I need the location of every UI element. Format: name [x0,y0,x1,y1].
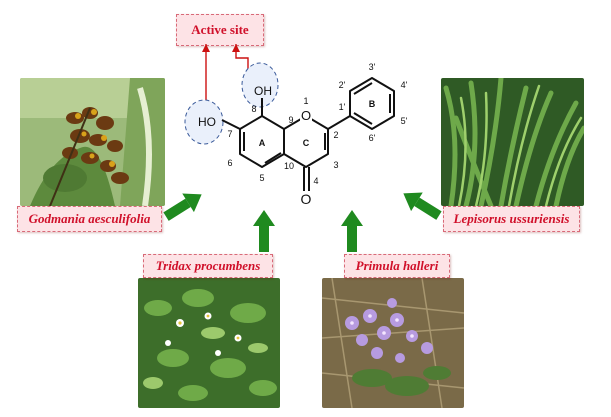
oh-group-7: HO [198,115,216,129]
pos-1-prime: 1' [339,102,346,112]
callout-arrowhead-left [202,44,210,52]
pos-5: 5 [259,173,264,183]
pos-1: 1 [303,96,308,106]
arrow-primula [341,210,363,252]
photo-primula [322,278,464,408]
pos-2-prime: 2' [339,80,346,90]
photo-tridax [138,278,280,408]
pos-6-prime: 6' [369,133,376,143]
label-tridax: Tridax procumbens [143,254,273,278]
pos-10: 10 [284,161,294,171]
pos-4-prime: 4' [401,80,408,90]
pos-2: 2 [333,130,338,140]
photo-lepisorus [441,78,584,206]
ring-a-label: A [259,138,266,148]
ring-b-label: B [369,99,376,109]
ring-oxygen: O [301,108,311,123]
label-godmania: Godmania aesculifolia [17,206,162,232]
callout-arrowhead-right [232,44,240,52]
active-site-circle-7oh [184,99,224,145]
flavone-structure: O O OH HO A C B 1 2 3 4 5 6 7 8 9 10 1' … [184,62,408,207]
carbonyl-oxygen: O [301,191,312,207]
arrow-tridax [253,210,275,252]
pos-9: 9 [288,115,293,125]
pos-3: 3 [333,160,338,170]
active-site-circle-8oh [241,62,279,108]
pos-4: 4 [313,176,318,186]
label-primula: Primula halleri [344,254,450,278]
photo-godmania [20,78,165,206]
active-site-label: Active site [176,14,264,46]
arrow-godmania [163,193,202,221]
ring-c-label: C [303,138,310,148]
oh-group-8: OH [254,84,272,98]
pos-8: 8 [251,104,256,114]
label-lepisorus: Lepisorus ussuriensis [443,206,580,232]
pos-7: 7 [227,129,232,139]
arrow-lepisorus [403,192,442,220]
pos-3-prime: 3' [369,62,376,72]
pos-6: 6 [227,158,232,168]
pos-5-prime: 5' [401,116,408,126]
